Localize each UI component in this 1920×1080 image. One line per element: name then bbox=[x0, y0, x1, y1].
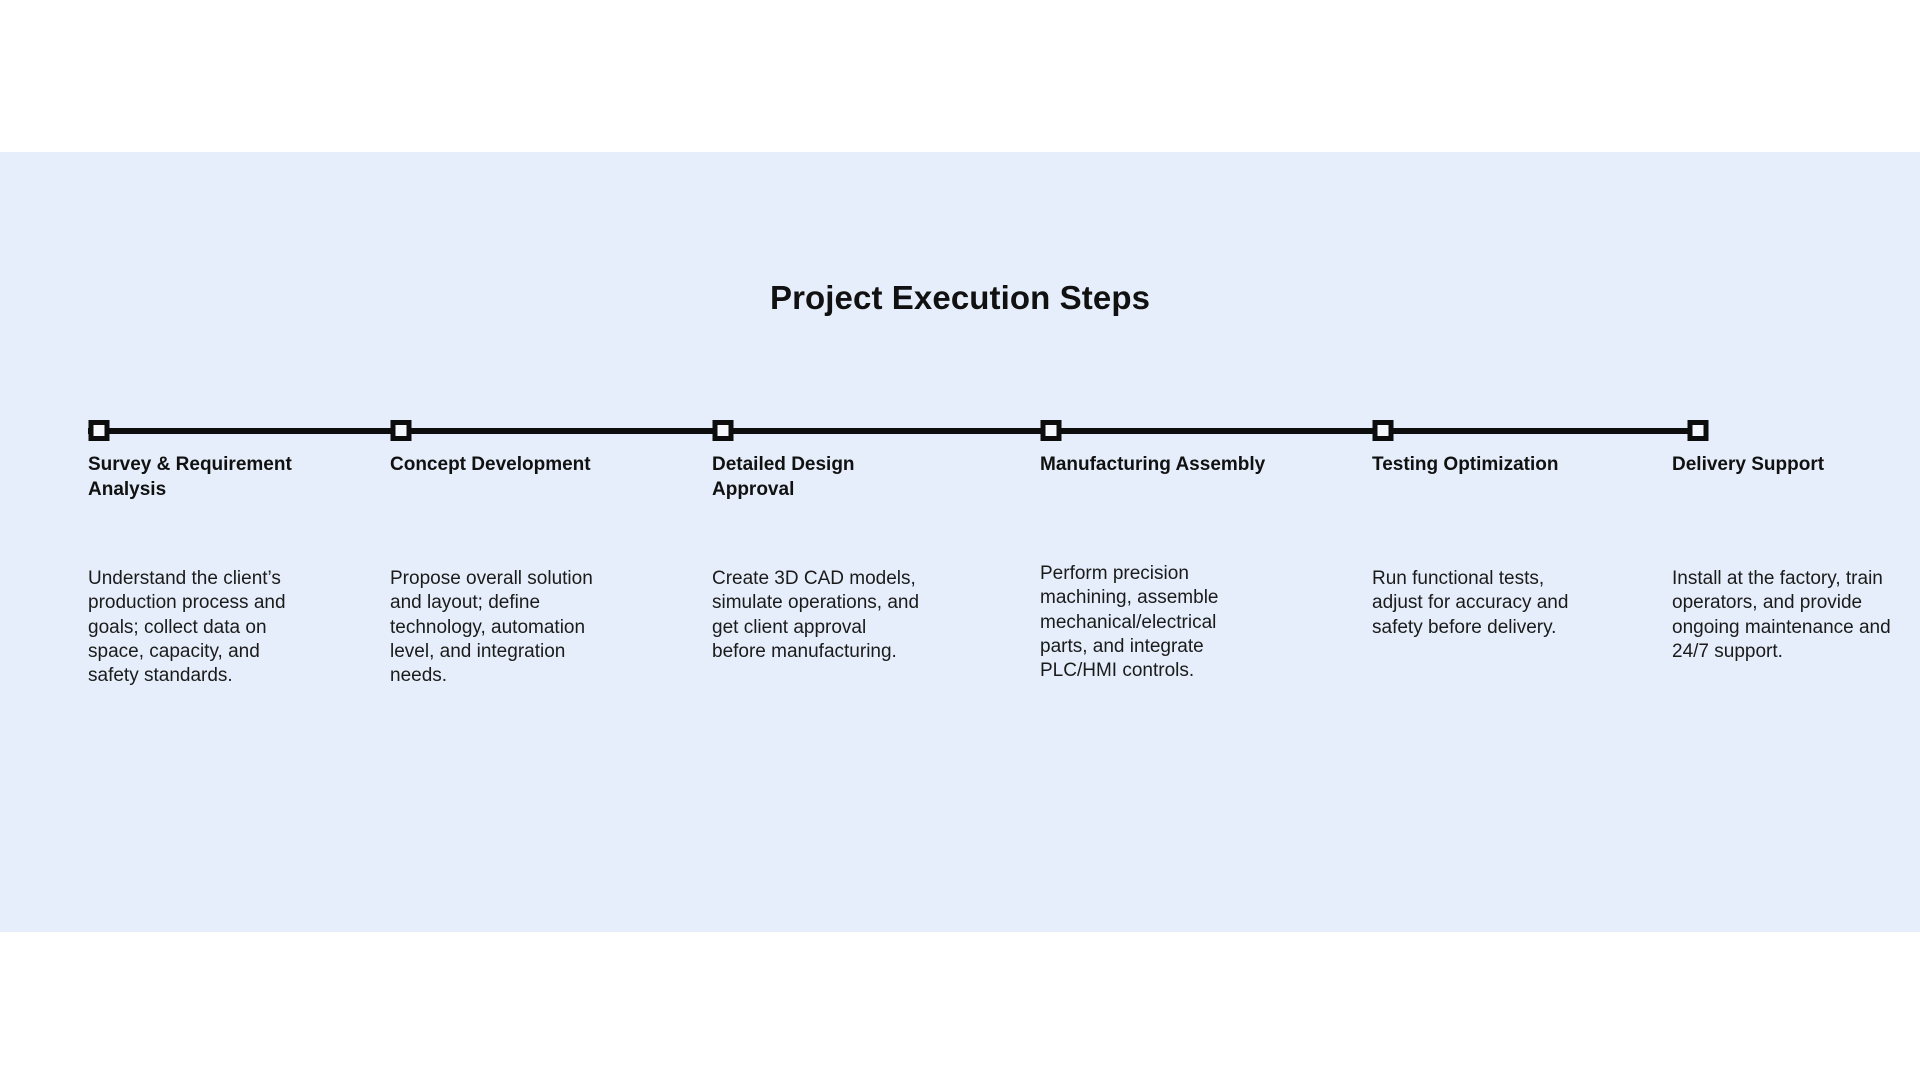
timeline-marker-2[interactable] bbox=[390, 420, 411, 441]
timeline-steps: Survey & Requirement Analysis Understand… bbox=[88, 452, 1891, 772]
timeline-line bbox=[88, 428, 1698, 434]
timeline-step-5: Testing Optimization Run functional test… bbox=[1372, 452, 1600, 638]
timeline-marker-6[interactable] bbox=[1687, 420, 1708, 441]
step-description: Install at the factory, train operators,… bbox=[1672, 568, 1891, 662]
timeline-marker-4[interactable] bbox=[1040, 420, 1061, 441]
step-title: Survey & Requirement Analysis bbox=[88, 454, 292, 501]
step-description: Propose overall solution and layout; def… bbox=[390, 568, 593, 687]
step-description: Understand the client’s production proce… bbox=[88, 568, 286, 687]
step-title: Detailed Design Approval bbox=[712, 454, 855, 501]
slide-panel bbox=[0, 152, 1920, 932]
step-title: Delivery Support bbox=[1672, 454, 1825, 475]
timeline-marker-3[interactable] bbox=[712, 420, 733, 441]
step-description: Perform precision machining, assemble me… bbox=[1040, 563, 1219, 682]
timeline-step-1: Survey & Requirement Analysis Understand… bbox=[88, 452, 303, 686]
timeline-marker-1[interactable] bbox=[88, 420, 109, 441]
step-title: Testing Optimization bbox=[1372, 454, 1559, 475]
timeline-step-4: Manufacturing Assembly Perform precision… bbox=[1040, 452, 1268, 681]
timeline-step-6: Delivery Support Install at the factory,… bbox=[1672, 452, 1900, 662]
timeline-marker-5[interactable] bbox=[1372, 420, 1393, 441]
step-description: Create 3D CAD models, simulate operation… bbox=[712, 568, 920, 662]
step-title: Concept Development bbox=[390, 454, 591, 475]
step-title: Manufacturing Assembly bbox=[1040, 454, 1266, 475]
step-description: Run functional tests, adjust for accurac… bbox=[1372, 568, 1569, 638]
page-title: Project Execution Steps bbox=[769, 279, 1151, 316]
timeline-step-3: Detailed Design Approval Create 3D CAD m… bbox=[712, 452, 927, 662]
timeline-axis bbox=[88, 420, 1708, 442]
timeline-step-2: Concept Development Propose overall solu… bbox=[390, 452, 605, 686]
